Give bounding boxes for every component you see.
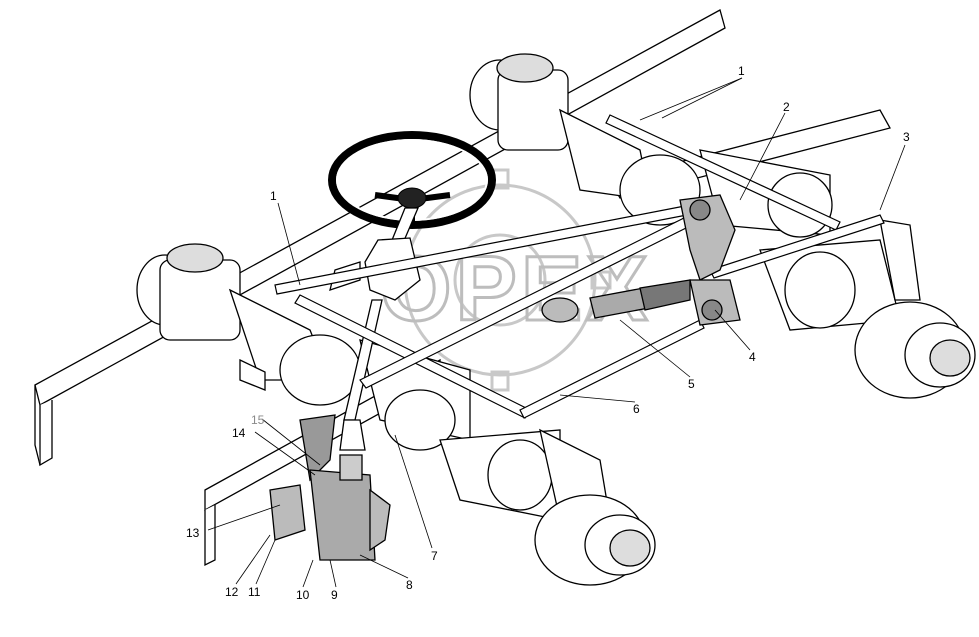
callout-3: 3 — [903, 130, 910, 144]
callout-5: 5 — [688, 377, 695, 391]
callout-7: 7 — [431, 549, 438, 563]
lower-axle-assembly — [439, 428, 656, 586]
callout-8: 8 — [406, 578, 413, 592]
callout-9: 9 — [331, 588, 338, 602]
callout-2: 2 — [783, 100, 790, 114]
callout-12: 12 — [225, 585, 239, 599]
callout-1-top: 1 — [738, 64, 745, 78]
callout-14: 14 — [232, 426, 246, 440]
steering-column — [329, 207, 421, 451]
callout-10: 10 — [296, 588, 310, 602]
callout-6: 6 — [633, 402, 640, 416]
tie-rods — [274, 114, 885, 419]
left-axle-assembly — [136, 243, 471, 451]
power-cylinder — [541, 279, 691, 323]
callouts: 1 1 2 3 4 5 6 7 8 9 10 11 12 13 14 15 — [186, 64, 910, 602]
callout-11: 11 — [248, 585, 261, 599]
leader-lines — [207, 77, 906, 588]
steering-gearbox — [269, 414, 391, 561]
callout-1-left: 1 — [270, 189, 277, 203]
callout-15: 15 — [251, 413, 265, 427]
bellcrank-assembly — [679, 194, 741, 326]
watermark-text: OPEX — [380, 238, 652, 340]
callout-13: 13 — [186, 526, 200, 540]
right-axle-assembly — [759, 219, 976, 399]
callout-4: 4 — [749, 350, 756, 364]
